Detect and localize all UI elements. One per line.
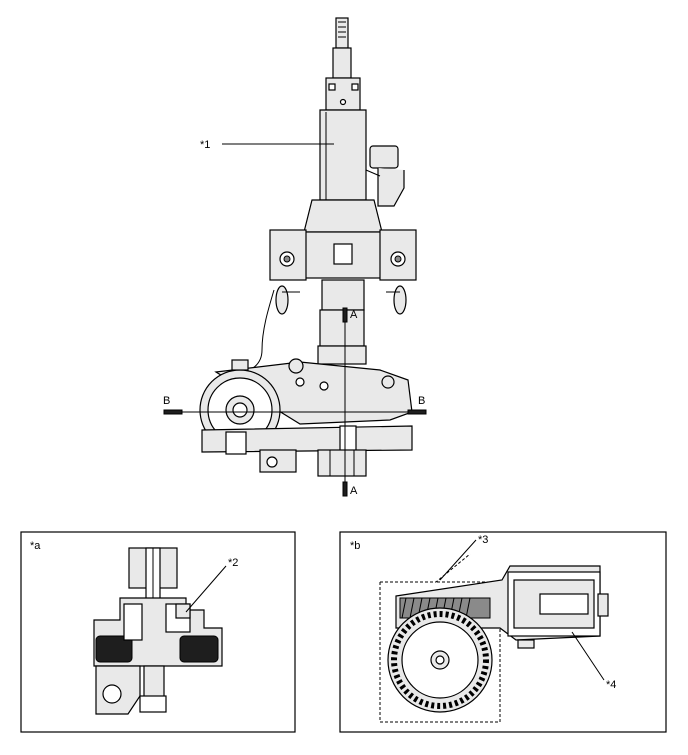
- mounting-bracket-right: [379, 229, 417, 281]
- inset-a-label: *a: [30, 540, 41, 552]
- section-a-bottom-label: A: [350, 485, 358, 497]
- steering-column-assembly: [163, 17, 427, 497]
- callout-3-label: *3: [478, 534, 488, 546]
- section-mark-a-bottom: [342, 481, 348, 497]
- section-mark-a-top: [342, 307, 348, 323]
- intermediate-shaft: [317, 279, 367, 365]
- motor: [507, 571, 609, 649]
- section-b-left-label: B: [163, 395, 170, 407]
- section-a-top-label: A: [350, 309, 358, 321]
- inset-b-label: *b: [350, 540, 360, 552]
- callout-4-label: *4: [606, 679, 616, 691]
- section-mark-b-right: [407, 409, 427, 415]
- section-b-right-label: B: [418, 395, 425, 407]
- inset-b-panel: [339, 531, 667, 733]
- inset-a-panel: [20, 531, 296, 733]
- upper-column-tube: [319, 77, 367, 201]
- bracket-bolt-left: [275, 285, 289, 315]
- callout-1-label: *1: [200, 139, 210, 151]
- mounting-bracket-left: [269, 229, 307, 281]
- callout-2-label: *2: [228, 557, 238, 569]
- steering-shaft-spline: [332, 17, 352, 79]
- section-mark-b-left: [163, 409, 183, 415]
- column-housing: [299, 199, 387, 279]
- eps-motor-assembly: [199, 358, 413, 451]
- lower-clamp: [201, 425, 413, 477]
- bracket-bolt-right: [393, 285, 407, 315]
- tilt-lever: [365, 145, 405, 207]
- worm-wheel: [387, 607, 493, 713]
